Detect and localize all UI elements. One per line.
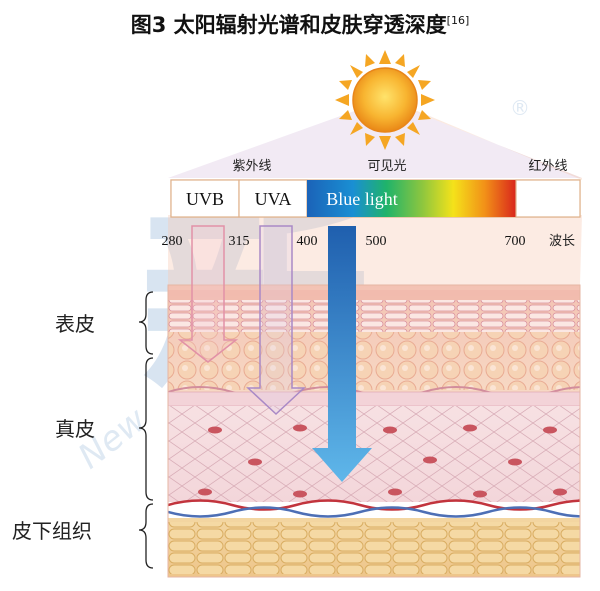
region-label-visible: 可见光	[367, 159, 406, 174]
vein-line	[168, 506, 580, 518]
figure-title-text: 图3 太阳辐射光谱和皮肤穿透深度	[131, 13, 447, 37]
stratum-corneum	[168, 300, 580, 332]
light-fan	[168, 215, 582, 285]
artery-line	[168, 499, 580, 511]
tick-label: 400	[297, 234, 318, 249]
blue-light-penetration-arrow	[312, 226, 372, 482]
subcutis-bracket	[138, 503, 154, 569]
tick-label: 700	[505, 234, 526, 249]
band-visible	[307, 180, 516, 217]
uvb-penetration-arrow	[177, 225, 239, 363]
dermis-bracket	[138, 357, 154, 501]
watermark-registered-mark: ®	[510, 96, 530, 120]
region-label-infrared: 红外线	[528, 158, 567, 174]
band-uvb	[170, 179, 240, 218]
band-label-uvb: UVB	[186, 189, 224, 209]
layer-label-subcutis: 皮下组织	[12, 519, 92, 543]
layer-label-dermis: 真皮	[55, 417, 95, 441]
tick-label: 500	[366, 234, 387, 249]
adipose-tissue	[168, 522, 580, 574]
layer-labels: 表皮 真皮 皮下组织	[12, 291, 154, 569]
band-uva	[238, 179, 308, 218]
light-beam-top	[168, 100, 582, 178]
skin-cross-section	[168, 285, 580, 577]
region-label-uv: 紫外线	[232, 159, 271, 174]
sun-icon	[335, 50, 435, 150]
keratinocyte-layer	[168, 332, 580, 390]
tick-label: 280	[162, 234, 183, 249]
uva-penetration-arrow	[246, 225, 306, 416]
band-infrared	[515, 179, 581, 218]
epidermis-bracket	[138, 291, 154, 355]
wavelength-axis: 280 315 400 500 700 波长	[162, 234, 576, 249]
axis-unit-label: 波长	[549, 234, 575, 249]
tick-label: 315	[229, 234, 250, 249]
band-label-uva: UVA	[255, 189, 292, 209]
layer-label-epidermis: 表皮	[55, 312, 95, 336]
spectrum-band: UVB UVA Blue light	[170, 179, 581, 218]
figure-title: 图3 太阳辐射光谱和皮肤穿透深度[16]	[131, 13, 470, 37]
figure-citation: [16]	[447, 14, 470, 27]
band-label-blue-light: Blue light	[326, 189, 398, 209]
